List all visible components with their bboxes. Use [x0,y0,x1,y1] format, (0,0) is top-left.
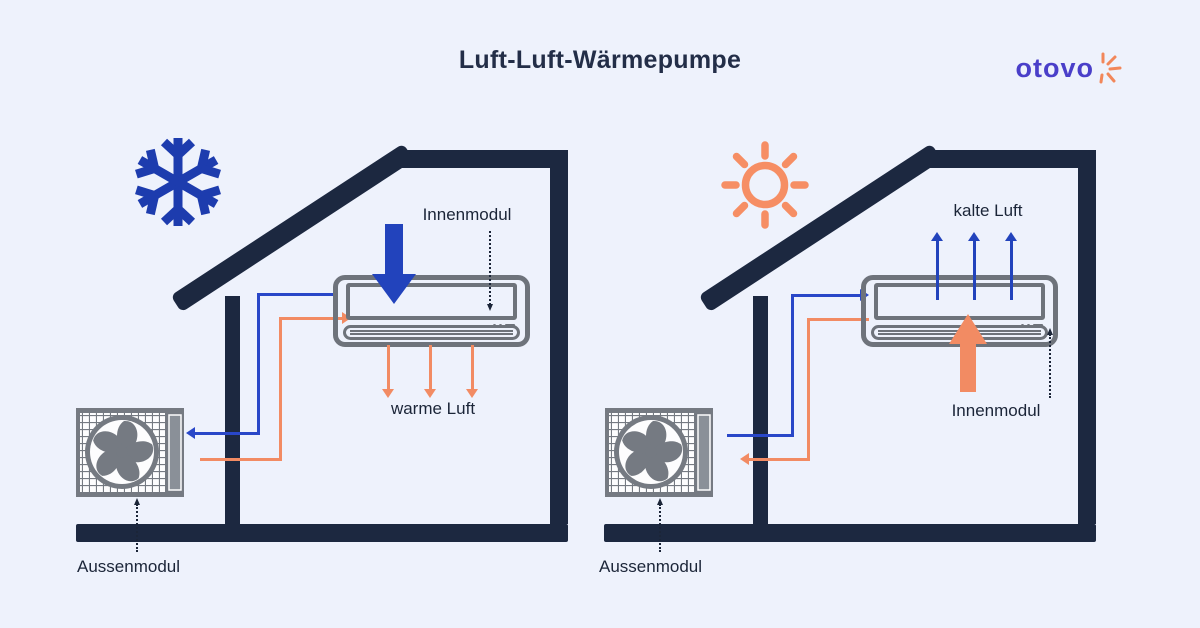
house-right-wall [550,150,568,524]
summer-scene: kalte Luft Innenmodul Aussenmodul [528,0,1128,628]
house-left-wall [753,296,768,524]
warm-pipe-from-outdoor [200,458,282,461]
cold-air-arrow [931,232,944,300]
indoor-module-pointer [1046,328,1053,398]
otovo-logo-text: otovo [1015,52,1094,83]
cold-pipe-arrow-icon [186,427,195,439]
indoor-unit [333,275,530,347]
warm-pipe-vertical [807,318,810,460]
cold-air-label: kalte Luft [953,201,1023,220]
indoor-unit-vent [343,325,520,340]
snowflake-icon [128,132,228,237]
house-roof-top [924,150,1096,168]
warm-pipe-from-indoor [807,318,869,321]
outdoor-module-label: Aussenmodul [77,557,181,576]
sun-icon [720,140,810,235]
cold-pipe-to-indoor [791,294,861,297]
warm-pipe-vertical [279,317,282,460]
indoor-unit-panel [346,283,517,320]
winter-scene: Innenmodul warme Luft Aussenmodul [76,132,568,576]
outdoor-module-pointer [133,498,140,552]
indoor-module-label: Innenmodul [422,205,512,224]
cold-pipe-from-indoor [257,293,333,296]
cold-pipe-to-outdoor [194,432,260,435]
house-roof-top [396,150,568,168]
warm-pipe-arrow-icon [740,453,749,465]
warm-air-arrow [382,345,395,398]
otovo-logo: otovo [1016,50,1125,86]
ground-line [604,524,1096,542]
outdoor-module-pointer [656,498,663,552]
cold-pipe-vertical [791,294,794,437]
indoor-module-pointer [486,231,493,311]
warm-air-arrow [466,345,479,398]
cold-pipe-vertical [257,293,260,434]
house-right-wall [1078,150,1096,524]
cold-air-intake-arrow [372,224,416,304]
warm-air-intake-arrow [949,314,987,392]
warm-pipe-to-outdoor [748,458,810,461]
indoor-module-label: Innenmodul [951,401,1041,420]
cold-air-arrow [968,232,981,300]
otovo-sparkle-icon [1099,52,1122,84]
cold-air-arrow [1005,232,1018,300]
outdoor-module-label: Aussenmodul [599,557,703,576]
outdoor-unit [605,408,713,502]
warm-air-arrow [424,345,437,398]
cold-pipe-from-outdoor [727,434,794,437]
warm-air-label: warme Luft [390,399,476,418]
house-left-wall [225,296,240,524]
ground-line [76,524,568,542]
page-title: Luft-Luft-Wärmepumpe [458,46,742,74]
warm-pipe-to-indoor [279,317,343,320]
outdoor-unit [76,408,184,502]
